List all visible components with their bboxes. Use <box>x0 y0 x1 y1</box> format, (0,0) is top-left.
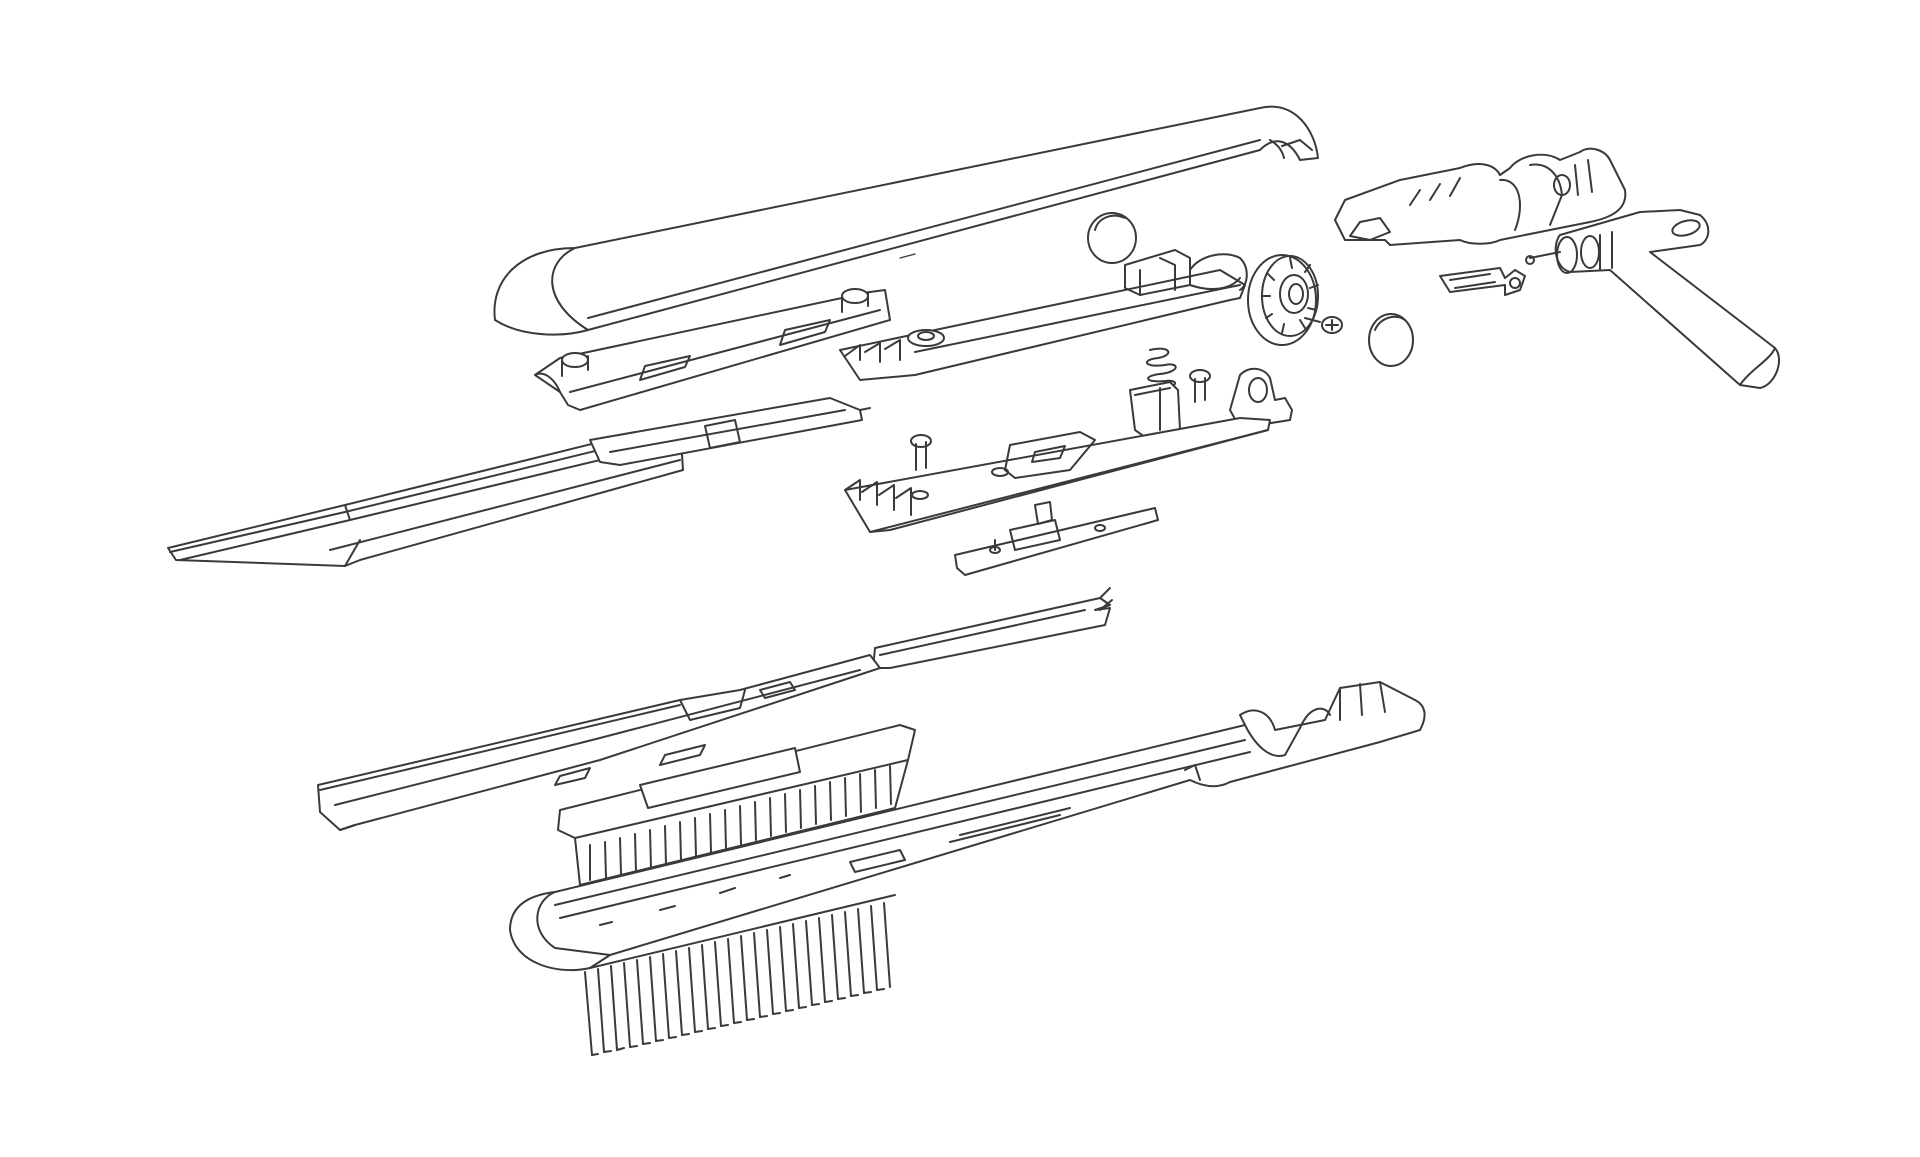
cord-terminal-connector <box>1439 267 1526 296</box>
dial-screw <box>1304 316 1343 334</box>
main-pcb-with-heatsink <box>844 417 1271 533</box>
round-button-cap-right <box>1368 313 1414 367</box>
lower-comb-teeth <box>584 894 896 1056</box>
screw-left <box>910 434 932 471</box>
round-button-cap-left <box>1087 212 1137 264</box>
control-board-upper <box>839 249 1248 381</box>
power-cord-strain-relief <box>1525 209 1780 389</box>
switch-block <box>1129 381 1181 438</box>
heating-strip-lower <box>872 587 1113 669</box>
rotary-dial <box>1247 254 1319 346</box>
switch-sub-board <box>954 501 1159 576</box>
screw-right <box>1189 369 1211 403</box>
upper-housing-shell <box>493 105 1319 336</box>
long-rail-upper <box>167 424 684 567</box>
lower-plate-carrier <box>317 654 881 831</box>
lower-housing-shell <box>509 681 1426 972</box>
hinge-mount <box>1229 367 1293 429</box>
end-cap-hinge-housing <box>1334 147 1627 246</box>
upper-comb-insert <box>557 724 916 886</box>
upper-heater-bracket <box>534 288 891 411</box>
heating-plate-upper-strip <box>589 397 871 466</box>
